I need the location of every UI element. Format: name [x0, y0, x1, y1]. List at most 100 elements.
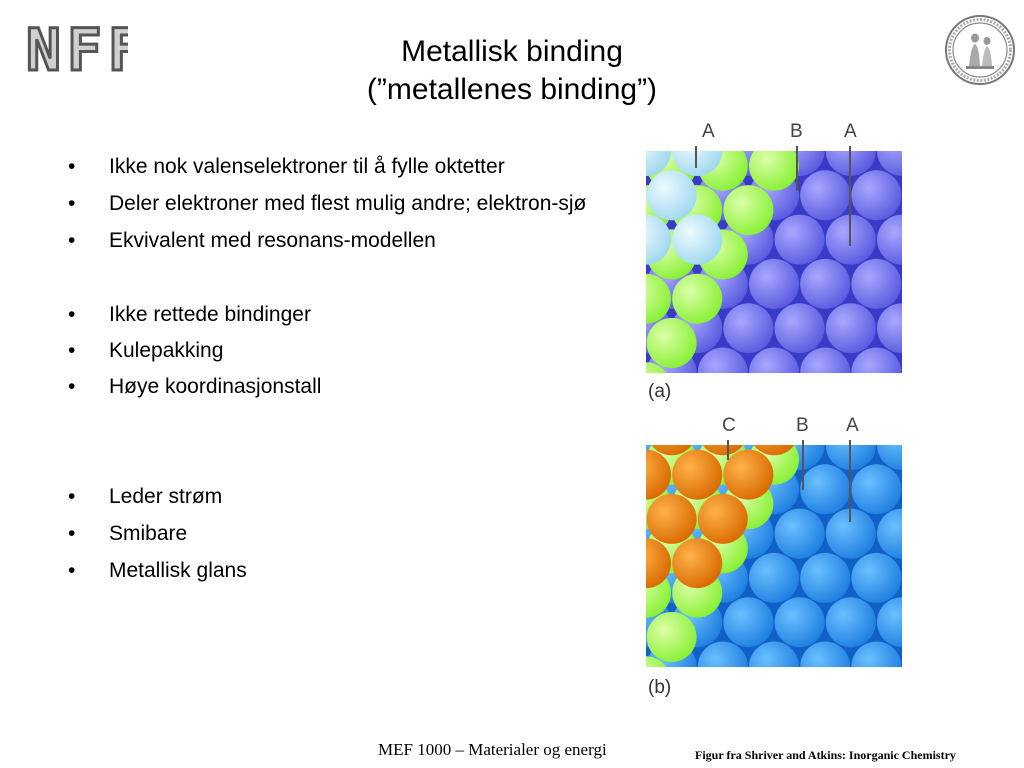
slide-title: Metallisk binding	[401, 35, 623, 68]
layer-label: A	[702, 121, 715, 142]
sphere-layer-c	[702, 445, 744, 456]
sphere-layer-a	[749, 347, 799, 373]
bullet-item: •Deler elektroner med flest mulig andre;…	[68, 192, 587, 215]
logo-text: NFF	[26, 16, 128, 76]
sphere-layer-a	[877, 151, 902, 176]
sphere-layer-a	[749, 258, 799, 309]
sphere-layer-c	[753, 445, 795, 456]
layer-label: C	[722, 415, 736, 436]
sphere-layer-a	[851, 464, 902, 515]
sphere-layer-b	[672, 273, 723, 324]
sphere-layer-a	[800, 641, 851, 667]
bullet-item: •Kulepakking	[68, 339, 224, 362]
sphere-layer-a	[825, 597, 876, 648]
nff-logo: NFF	[25, 15, 129, 77]
layer-label: A	[846, 415, 859, 436]
bullet-dot-icon: •	[68, 303, 76, 326]
packing-figure-a: A B A	[640, 118, 910, 381]
sphere-layer-a	[749, 641, 799, 667]
sphere-layer-a	[851, 347, 902, 373]
bullet-item: •Ikke nok valenselektroner til å fylle o…	[68, 155, 505, 178]
sphere-layer-c	[697, 493, 748, 544]
sphere-layer-a	[851, 641, 902, 667]
sphere-layer-c	[646, 538, 671, 589]
figure-caption-b: (b)	[648, 677, 672, 698]
sphere-layer-a	[800, 118, 850, 132]
sphere-layer-a	[774, 303, 825, 354]
bullet-item: •Ekvivalent med resonans-modellen	[68, 229, 436, 252]
bullet-dot-icon: •	[68, 155, 76, 178]
sphere-layer-a	[903, 412, 910, 426]
university-seal-icon	[945, 15, 1015, 85]
sphere-layer-a	[851, 412, 901, 426]
sphere-layer-c	[723, 449, 774, 500]
sphere-layer-a	[903, 118, 910, 132]
sphere-layer-a	[697, 347, 748, 373]
packing-figure-b: C B A	[640, 412, 910, 675]
sphere-layer-a	[800, 170, 851, 221]
bullet-dot-icon: •	[68, 485, 76, 508]
sphere-layer-a	[640, 553, 645, 603]
sphere-layer-a	[825, 303, 876, 354]
sphere-layer-a	[774, 597, 825, 648]
sphere-layer-a	[640, 259, 645, 309]
sphere-layer-b	[640, 612, 645, 662]
sphere-layer-a	[851, 170, 902, 221]
sphere-layer-a	[800, 464, 851, 515]
sphere-layer-b	[640, 318, 645, 368]
sphere-layer-b	[640, 229, 645, 279]
sphere-layer-a	[640, 118, 645, 132]
sphere-layer-a	[903, 464, 910, 514]
bullet-dot-icon: •	[68, 522, 76, 545]
sphere-layer-a	[800, 347, 851, 373]
sphere-layer-a	[903, 642, 910, 675]
sphere-layer-b	[672, 118, 722, 147]
sphere-layer-c	[640, 412, 645, 455]
layer-label: B	[796, 415, 809, 436]
sphere-layer-a	[723, 597, 774, 648]
sphere-layer-b	[640, 412, 671, 441]
bullet-dot-icon: •	[68, 339, 76, 362]
sphere-layer-c	[646, 449, 671, 500]
sphere-layer-b	[723, 118, 773, 147]
bullet-item: •Smibare	[68, 522, 188, 545]
sphere-layer-a	[640, 170, 645, 220]
sphere-layer-a	[851, 258, 902, 309]
bullet-dot-icon: •	[68, 229, 76, 252]
bullet-item: •Metallisk glans	[68, 559, 247, 582]
sphere-layer-b	[672, 412, 722, 441]
figure-caption-a: (a)	[648, 381, 672, 402]
sphere-layer-b	[646, 656, 667, 667]
sphere-layer-b	[646, 362, 667, 373]
sphere-layer-a	[851, 118, 901, 132]
sphere-layer-c	[651, 445, 692, 456]
sphere-layer-a-top	[646, 170, 697, 221]
bullet-list: •Ikke nok valenselektroner til å fylle o…	[68, 154, 588, 584]
bullet-item: •Leder strøm	[68, 485, 223, 508]
sphere-layer-a	[903, 553, 910, 603]
sphere-layer-c	[646, 493, 697, 544]
sphere-layer-a	[749, 552, 799, 603]
sphere-layer-c	[672, 449, 723, 500]
footer-course: MEF 1000 – Materialer og energi	[378, 740, 607, 759]
sphere-layer-a	[877, 597, 902, 648]
sphere-layer-a	[647, 412, 697, 426]
bullet-dot-icon: •	[68, 559, 76, 582]
sphere-layer-a	[903, 259, 910, 309]
sphere-layer-b	[749, 151, 799, 191]
sphere-layer-b	[640, 118, 671, 147]
sphere-layer-a	[877, 214, 902, 265]
sphere-layer-a	[640, 642, 645, 675]
sphere-layer-a	[851, 552, 902, 603]
sphere-layer-a	[749, 412, 799, 426]
sphere-layer-a	[903, 170, 910, 220]
sphere-layer-a	[903, 348, 910, 381]
sphere-layer-a	[640, 348, 645, 381]
sphere-layer-a	[877, 508, 902, 559]
bullet-dot-icon: •	[68, 192, 76, 215]
sphere-layer-a	[774, 508, 825, 559]
layer-label: A	[844, 121, 857, 142]
sphere-layer-a	[640, 464, 645, 514]
bullet-item: •Ikke rettede bindinger	[68, 303, 311, 326]
sphere-layer-a-top	[672, 214, 723, 265]
